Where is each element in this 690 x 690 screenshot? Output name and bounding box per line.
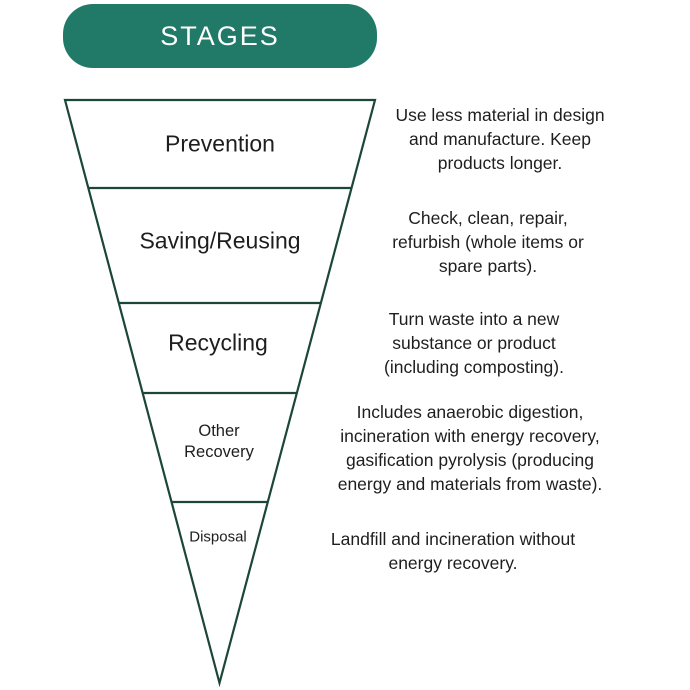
stages-header-pill: STAGES bbox=[63, 4, 377, 68]
funnel-outline bbox=[63, 98, 377, 688]
description-line: Turn waste into a new bbox=[388, 309, 560, 329]
description-line: Includes anaerobic digestion, bbox=[356, 402, 584, 422]
description-line: incineration with energy recovery, bbox=[340, 426, 600, 446]
description-other-recovery: Includes anaerobic digestion, incinerati… bbox=[295, 400, 645, 496]
stage-label-recycling: Recycling bbox=[168, 329, 268, 356]
description-line: Check, clean, repair, bbox=[408, 208, 568, 228]
description-line: energy and materials from waste). bbox=[337, 474, 603, 494]
stages-header-label: STAGES bbox=[160, 20, 280, 51]
description-recycling: Turn waste into a new substance or produ… bbox=[354, 307, 594, 379]
description-line: (including composting). bbox=[384, 357, 564, 377]
description-disposal: Landfill and incineration without energy… bbox=[293, 527, 613, 575]
description-line: refurbish (whole items or bbox=[392, 232, 584, 252]
description-line: substance or product bbox=[392, 333, 556, 353]
description-line: spare parts). bbox=[438, 256, 538, 276]
description-line: products longer. bbox=[437, 153, 563, 173]
description-line: energy recovery. bbox=[388, 553, 518, 573]
description-line: Landfill and incineration without bbox=[330, 529, 576, 549]
stage-label-other-recovery: Other Recovery bbox=[184, 422, 254, 461]
stage-label-saving-reusing: Saving/Reusing bbox=[139, 227, 301, 254]
description-prevention: Use less material in design and manufact… bbox=[370, 103, 630, 175]
stage-label-disposal: Disposal bbox=[189, 528, 247, 546]
description-line: Use less material in design bbox=[395, 105, 605, 125]
description-line: gasification pyrolysis (producing bbox=[345, 450, 595, 470]
description-saving-reusing: Check, clean, repair, refurbish (whole i… bbox=[363, 206, 613, 278]
description-line: and manufacture. Keep bbox=[409, 129, 591, 149]
stage-label-prevention: Prevention bbox=[165, 130, 275, 157]
